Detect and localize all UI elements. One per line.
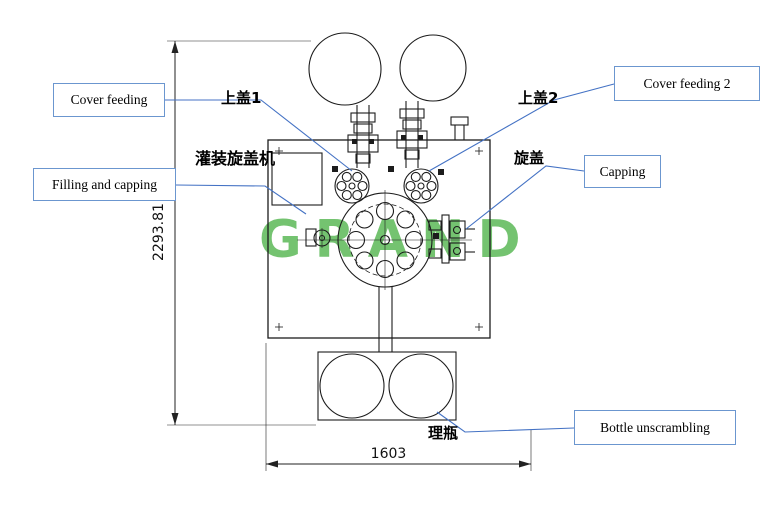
- dimension-height-text: 2293.81: [151, 203, 167, 261]
- leader-bottle-unscrambling: [436, 411, 575, 433]
- capping-unit: [428, 214, 475, 264]
- machine-linework: [267, 32, 491, 421]
- horizontal-dimension-line: [265, 343, 532, 471]
- label-cover-2: 上盖2: [518, 89, 559, 107]
- leader-cover-feeding-2: [428, 83, 615, 172]
- star-wheel-pivot: [305, 228, 331, 248]
- bottle-conveyor: [378, 287, 393, 352]
- turntable: [297, 190, 472, 290]
- bottle-unscrambler: [317, 351, 457, 421]
- callout-bottle-unscrambling-label: Bottle unscrambling: [600, 419, 710, 435]
- vertical-dimension-line: [167, 40, 316, 426]
- cap-chute-right: [396, 101, 428, 168]
- callout-cover-feeding-2: Cover feeding 2: [614, 66, 760, 101]
- bracket-top-right: [450, 116, 469, 140]
- bolt-mark-1: [332, 166, 338, 172]
- cap-sorter-wheel-left: [334, 168, 370, 204]
- callout-cover-feeding-2-label: Cover feeding 2: [643, 75, 731, 91]
- cap-chute-left: [347, 105, 379, 168]
- frame-corner-marks: [275, 147, 483, 331]
- cap-sorter-wheel-right: [403, 168, 439, 204]
- electrical-box: [271, 152, 323, 206]
- callout-filling-and-capping-label: Filling and capping: [52, 176, 157, 192]
- dimension-width-text: 1603: [370, 446, 407, 462]
- callout-capping: Capping: [584, 155, 661, 188]
- label-capping-cn: 旋盖: [514, 149, 545, 167]
- callout-cover-feeding: Cover feeding: [53, 83, 165, 117]
- callout-capping-label: Capping: [599, 163, 646, 179]
- label-cover-1: 上盖1: [221, 89, 262, 107]
- label-bottle-unscrambling-cn: 理瓶: [428, 424, 459, 442]
- cover-feeder-bowl-2: [399, 34, 467, 102]
- callout-cover-feeding-label: Cover feeding: [70, 92, 148, 107]
- leader-lines: [165, 83, 615, 433]
- leader-cover-feeding: [165, 99, 353, 172]
- cover-feeder-bowl-1: [308, 32, 382, 106]
- leader-filling-capping: [175, 184, 307, 215]
- bolt-mark-3: [438, 169, 444, 175]
- leader-capping: [465, 165, 585, 230]
- callout-filling-and-capping: Filling and capping: [33, 168, 176, 201]
- bolt-mark-2: [388, 166, 394, 172]
- callout-bottle-unscrambling: Bottle unscrambling: [574, 410, 736, 445]
- label-filling-capping-machine: 灌装旋盖机: [195, 149, 276, 168]
